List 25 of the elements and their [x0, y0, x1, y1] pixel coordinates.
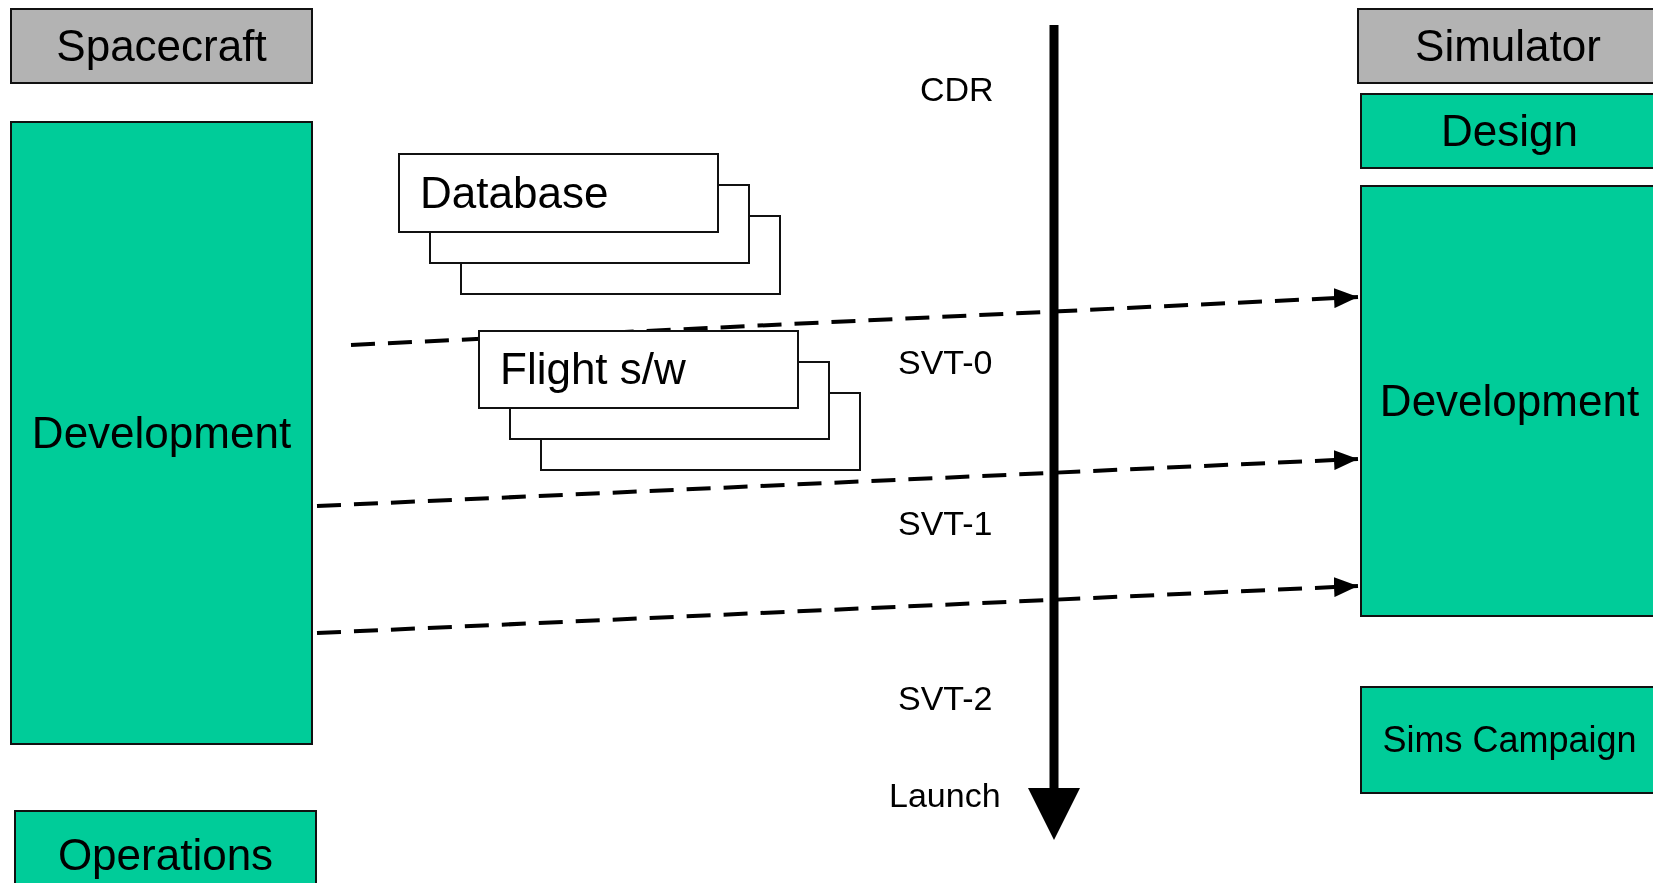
header-box	[1357, 8, 1653, 84]
dashed-arrow	[316, 450, 1359, 508]
stacked-document-box	[398, 153, 781, 295]
phase-box	[1360, 686, 1653, 794]
milestone-label: SVT-0	[898, 343, 993, 382]
dashed-arrow	[316, 577, 1359, 635]
node-label: Development	[31, 407, 292, 459]
stacked-document-box	[478, 330, 861, 471]
node-label: Design	[1441, 105, 1578, 157]
milestone-label: CDR	[920, 70, 994, 109]
header-box	[10, 8, 313, 84]
milestone-label: Launch	[889, 776, 1001, 815]
phase-box	[14, 810, 317, 883]
phase-box	[1360, 93, 1653, 169]
node-label: Spacecraft	[56, 20, 267, 72]
node-label: Flight s/w	[500, 344, 686, 395]
milestone-label: SVT-2	[898, 679, 993, 718]
milestone-label: SVT-1	[898, 504, 993, 543]
node-label: Development	[1379, 375, 1640, 427]
node-label: Database	[420, 167, 609, 219]
phase-box	[10, 121, 313, 745]
node-label: Sims Campaign	[1382, 719, 1637, 761]
node-label: Simulator	[1415, 20, 1601, 72]
node-label: Operations	[57, 829, 274, 881]
phase-box	[1360, 185, 1653, 617]
